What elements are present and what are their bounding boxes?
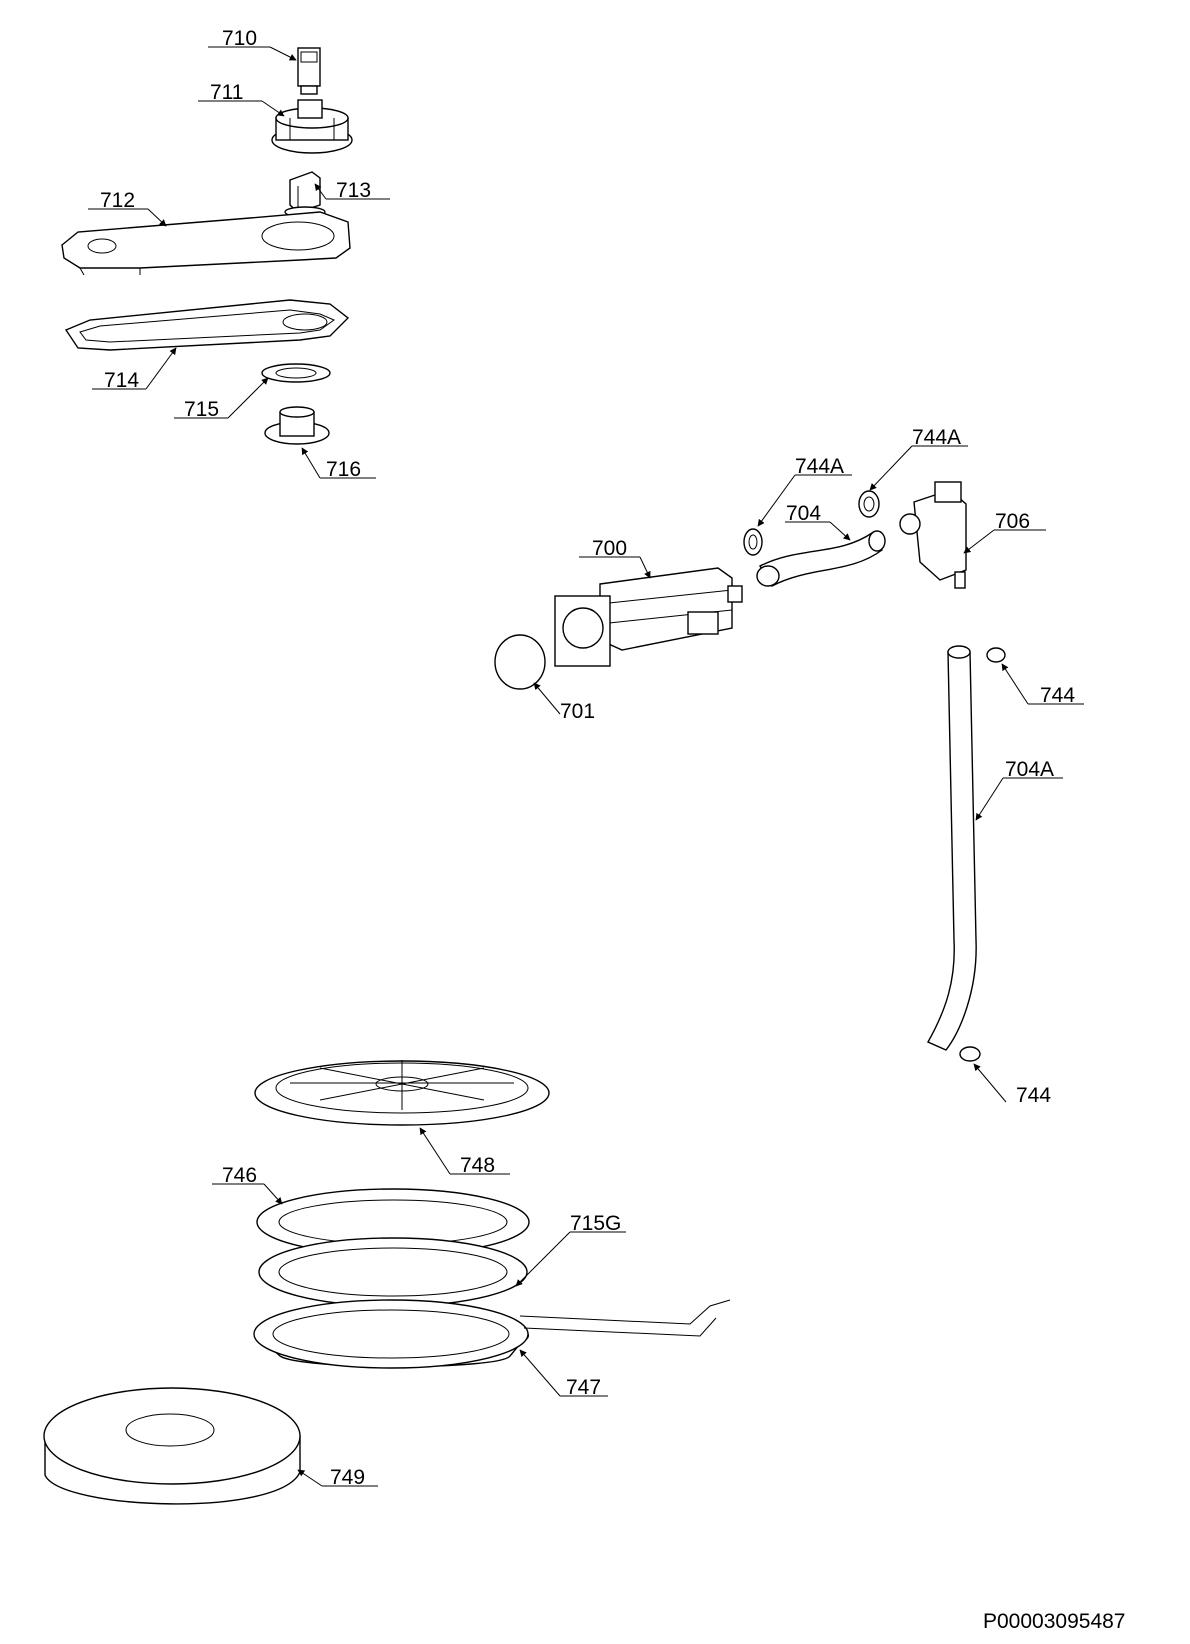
- part-748-filter-grille: [254, 1060, 550, 1126]
- part-744A-clamp-left: [743, 528, 763, 556]
- part-714-gasket-frame: [64, 299, 350, 351]
- part-710-connector: [297, 47, 321, 95]
- part-712-upper-cover-plate: [61, 211, 351, 276]
- part-706-drain-valve: [899, 481, 967, 589]
- part-labels: 710 711 713 712 714 715 716 700 701 744A…: [100, 27, 1075, 1489]
- label-748: 748: [460, 1154, 495, 1177]
- label-700: 700: [592, 537, 627, 560]
- label-716: 716: [326, 458, 361, 481]
- label-749: 749: [330, 1466, 365, 1489]
- part-744-clamp-top: [986, 647, 1006, 663]
- part-704A-long-hose: [927, 645, 977, 1051]
- part-747-sump: [253, 1299, 731, 1369]
- label-701: 701: [560, 700, 595, 723]
- part-700-dispenser-body: [554, 567, 743, 667]
- label-747: 747: [566, 1376, 601, 1399]
- part-744A-clamp-right: [858, 490, 880, 518]
- label-704: 704: [786, 502, 821, 525]
- part-716-bearing: [264, 406, 330, 445]
- part-715G-gasket-ring: [258, 1237, 528, 1307]
- label-706: 706: [995, 510, 1030, 533]
- part-749-base-pad: [43, 1387, 301, 1505]
- part-701-cap: [494, 634, 546, 690]
- part-713-coupling: [284, 171, 326, 218]
- label-713: 713: [336, 179, 371, 202]
- leader-lines: [88, 46, 1084, 1487]
- part-715-seal: [261, 363, 331, 383]
- label-712: 712: [100, 189, 135, 212]
- label-744-top: 744: [1040, 684, 1075, 707]
- label-711: 711: [210, 81, 243, 104]
- label-746: 746: [222, 1164, 257, 1187]
- label-744A-right: 744A: [912, 426, 961, 449]
- part-704-hose: [756, 530, 886, 587]
- label-744A-left: 744A: [795, 455, 844, 478]
- label-715G: 715G: [570, 1212, 621, 1235]
- diagram-code: P00003095487: [983, 1610, 1125, 1633]
- label-715: 715: [184, 398, 219, 421]
- part-744-clamp-bottom: [959, 1046, 981, 1062]
- label-710: 710: [222, 27, 257, 50]
- label-744-bottom: 744: [1016, 1084, 1051, 1107]
- part-711-motor-housing: [271, 99, 353, 154]
- label-714: 714: [104, 369, 139, 392]
- label-704A: 704A: [1005, 758, 1054, 781]
